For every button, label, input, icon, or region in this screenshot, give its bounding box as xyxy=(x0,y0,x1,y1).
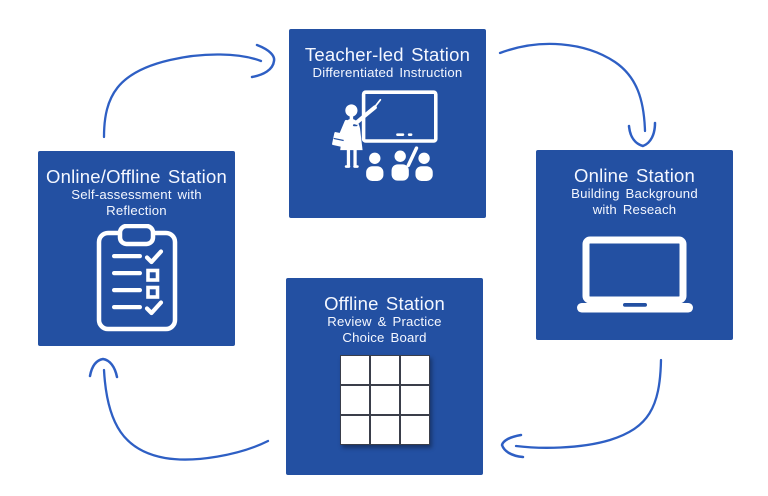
station-box-teacher-led: Teacher-led Station Differentiated Instr… xyxy=(289,29,486,218)
clipboard-checklist-icon xyxy=(96,224,177,332)
grid-cell xyxy=(340,356,369,385)
arrow-top-to-right-icon xyxy=(498,42,657,148)
laptop-icon xyxy=(576,236,693,313)
station-subtitle-line1: Differentiated Instruction xyxy=(312,65,463,81)
grid-cell xyxy=(400,356,429,385)
arrow-right-to-bottom-icon xyxy=(500,358,663,459)
station-box-offline: Offline Station Review & Practice Choice… xyxy=(286,278,483,475)
station-box-online-offline: Online/Offline Station Self-assessment w… xyxy=(38,151,235,346)
grid-cell xyxy=(370,416,399,445)
choice-board-grid-icon xyxy=(339,355,430,446)
station-title: Online/Offline Station xyxy=(46,166,227,187)
station-title: Teacher-led Station xyxy=(304,44,471,65)
arrow-bottom-to-left-icon xyxy=(88,357,270,461)
arrow-left-to-top-icon xyxy=(102,43,276,139)
grid-cell xyxy=(370,356,399,385)
teacher-blackboard-icon xyxy=(331,90,438,182)
station-subtitle-line2: Reflection xyxy=(106,203,167,219)
station-title: Online Station xyxy=(573,165,695,186)
grid-cell xyxy=(340,416,369,445)
grid-cell xyxy=(370,386,399,415)
grid-cell xyxy=(400,416,429,445)
station-subtitle-line2: Choice Board xyxy=(342,330,427,346)
grid-cell xyxy=(400,386,429,415)
station-box-online: Online Station Building Background with … xyxy=(536,150,733,340)
station-title: Offline Station xyxy=(324,293,445,314)
station-subtitle-line1: Building Background xyxy=(571,186,698,202)
station-subtitle-line1: Review & Practice xyxy=(327,314,442,330)
grid-cell xyxy=(340,386,369,415)
station-subtitle-line1: Self-assessment with xyxy=(71,187,202,203)
station-subtitle-line2: with Reseach xyxy=(592,202,677,218)
